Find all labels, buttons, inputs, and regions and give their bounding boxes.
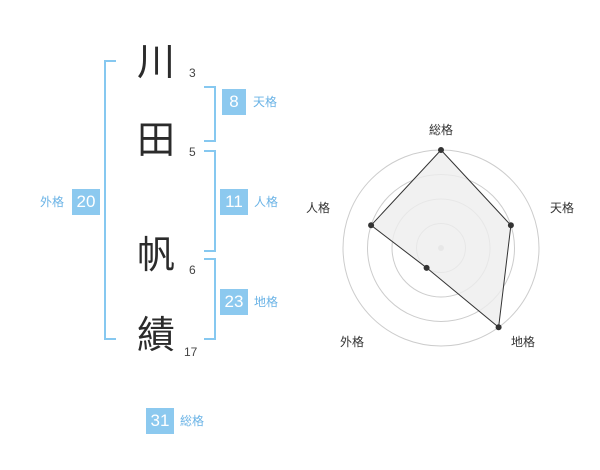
stroke-count-3: 6 (189, 263, 196, 277)
gaikaku-value: 20 (72, 189, 100, 215)
chikaku-label: 地格 (254, 295, 279, 309)
stroke-count-2: 5 (189, 145, 196, 159)
jinkaku-bracket (204, 150, 216, 252)
radar-point (507, 222, 514, 229)
radar-label-chikaku: 地格 (511, 334, 535, 349)
name-char-4: 績 (137, 313, 176, 357)
radar-label-gaikaku: 外格 (340, 334, 364, 349)
gaikaku-label: 外格 (40, 195, 65, 209)
name-char-1: 川 (137, 40, 176, 84)
chikaku-bracket (204, 258, 216, 340)
radar-point (368, 222, 375, 229)
chikaku-value: 23 (220, 289, 248, 315)
stroke-count-1: 3 (189, 66, 196, 80)
jinkaku-value: 11 (220, 189, 248, 215)
stroke-count-4: 17 (184, 345, 198, 359)
tenkaku-bracket (204, 86, 216, 142)
radar-point (423, 264, 430, 271)
radar-shape (370, 149, 512, 329)
radar-point (495, 324, 502, 331)
jinkaku-label: 人格 (254, 195, 279, 209)
soukaku-label: 総格 (180, 414, 205, 428)
name-char-3: 帆 (137, 233, 176, 277)
radar-points (368, 147, 514, 331)
name-char-2: 田 (137, 118, 176, 162)
radar-label-soukaku: 総格 (429, 122, 453, 137)
radar-label-jinkaku: 人格 (306, 200, 330, 215)
tenkaku-value: 8 (222, 89, 246, 115)
soukaku-value: 31 (146, 408, 174, 434)
tenkaku-label: 天格 (253, 95, 278, 109)
radar-point (438, 147, 444, 153)
radar-label-tenkaku: 天格 (550, 200, 574, 215)
gaikaku-bracket (104, 60, 116, 340)
